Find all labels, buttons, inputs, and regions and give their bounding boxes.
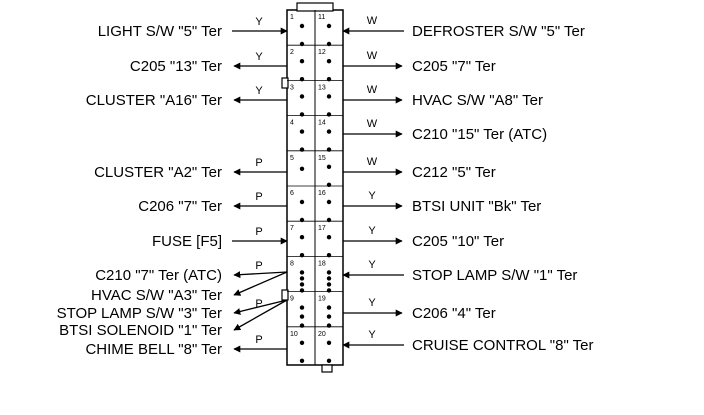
wire-color-code: Y [368, 259, 376, 271]
right-circuit-label: C205 "10" Ter [412, 233, 504, 250]
wire-color-code: W [367, 15, 378, 27]
right-circuit-label: STOP LAMP S/W "1" Ter [412, 267, 577, 284]
pin-contact [326, 235, 332, 240]
pin-contact [326, 59, 332, 64]
wire-color-code: P [255, 191, 262, 203]
left-wire-arrow [233, 299, 288, 315]
pin-number: 1 [290, 14, 294, 21]
wire-color-code: Y [368, 225, 376, 237]
pin-contact [299, 199, 305, 205]
wire-color-code: W [367, 156, 378, 168]
left-circuit-label: FUSE [F5] [152, 233, 222, 250]
left-circuit-label: CHIME BELL "8" Ter [85, 341, 222, 358]
pin-contact [326, 340, 332, 345]
pin-number: 8 [290, 260, 294, 267]
left-circuit-label: HVAC S/W "A3" Ter [91, 287, 222, 304]
wire-color-code: Y [368, 329, 376, 341]
wire-color-code: P [255, 298, 262, 310]
pin-contact [299, 23, 305, 29]
pin-contact [299, 340, 305, 345]
pin-number: 4 [290, 120, 294, 127]
pin-number: 10 [290, 331, 298, 338]
wire-color-code: Y [255, 16, 263, 28]
wire-color-code: Y [368, 297, 376, 309]
pin-number: 20 [318, 331, 326, 338]
right-circuit-label: C210 "15" Ter (ATC) [412, 126, 547, 143]
pin-number: 15 [318, 155, 326, 162]
pin-number: 3 [290, 84, 294, 91]
connector-body [281, 2, 344, 373]
left-circuit-label: CLUSTER "A16" Ter [86, 92, 222, 109]
pin-contact [326, 94, 332, 99]
pin-contact [299, 276, 305, 281]
right-circuit-label: C212 "5" Ter [412, 164, 496, 181]
left-wire-arrow [233, 299, 288, 331]
pin-number: 11 [318, 14, 325, 21]
pin-contact [326, 358, 332, 363]
left-circuit-label: C210 "7" Ter (ATC) [95, 267, 222, 284]
left-circuit-label: BTSI SOLENOID "1" Ter [59, 322, 222, 339]
pin-contact [326, 129, 332, 134]
left-circuit-label: STOP LAMP S/W "3" Ter [57, 305, 222, 322]
right-circuit-label: CRUISE CONTROL "8" Ter [412, 337, 594, 354]
wire-color-code: Y [255, 51, 263, 63]
wire-color-code: P [255, 334, 262, 346]
right-circuit-label: C206 "4" Ter [412, 305, 496, 322]
wire-color-code: Y [255, 85, 263, 97]
pin-number: 17 [318, 225, 326, 232]
right-circuit-label: HVAC S/W "A8" Ter [412, 92, 543, 109]
pin-number: 16 [318, 190, 326, 197]
pin-contact [299, 282, 305, 287]
wire-color-code: W [367, 50, 378, 62]
pin-number: 9 [290, 296, 294, 303]
pin-contact [299, 129, 305, 134]
pin-contact [326, 276, 332, 281]
left-circuit-label: C206 "7" Ter [138, 198, 222, 215]
left-circuit-label: C205 "13" Ter [130, 58, 222, 75]
right-circuit-label: BTSI UNIT "Bk" Ter [412, 198, 541, 215]
pin-contact [326, 270, 332, 275]
pin-contact [299, 305, 305, 310]
pin-number: 18 [318, 260, 326, 267]
right-circuit-label: DEFROSTER S/W "5" Ter [412, 23, 585, 40]
left-wire-arrow [233, 271, 288, 296]
pin-contact [326, 199, 332, 205]
pin-number: 14 [318, 120, 326, 127]
wire-color-code: P [255, 260, 262, 272]
pin-contact [299, 270, 305, 275]
pin-number: 12 [318, 49, 326, 56]
wire-color-code: W [367, 84, 378, 96]
pin-contact [299, 59, 305, 64]
left-circuit-label: LIGHT S/W "5" Ter [98, 23, 222, 40]
pin-number: 19 [318, 296, 326, 303]
right-circuit-label: C205 "7" Ter [412, 58, 496, 75]
pin-number: 7 [290, 225, 294, 232]
pin-contact [299, 166, 305, 171]
pin-contact [299, 94, 305, 99]
left-circuit-label: CLUSTER "A2" Ter [94, 164, 222, 181]
pin-contact [299, 314, 305, 319]
pin-contact [326, 305, 332, 310]
wire-color-code: P [255, 226, 262, 238]
pin-contact [299, 358, 305, 363]
wire-color-code: W [367, 118, 378, 130]
pin-number: 2 [290, 49, 294, 56]
pin-contact [326, 282, 332, 287]
pin-contact [326, 23, 332, 29]
pin-number: 5 [290, 155, 294, 162]
pin-contact [299, 235, 305, 240]
wire-color-code: P [255, 157, 262, 169]
wire-color-code: Y [368, 190, 376, 202]
pin-number: 13 [318, 84, 326, 91]
pin-contact [326, 164, 332, 169]
pin-number: 6 [290, 190, 294, 197]
pin-contact [326, 314, 332, 319]
left-wire-arrow [233, 271, 288, 279]
